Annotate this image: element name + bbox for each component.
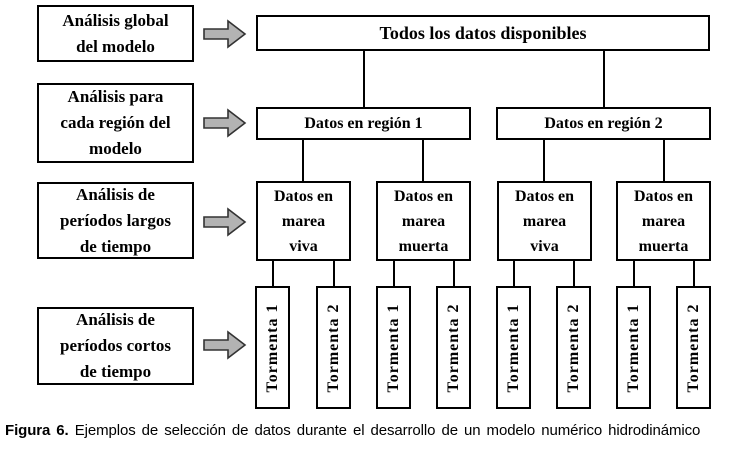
storm-label: Tormenta 1 [504,303,522,392]
node-all-data: Todos los datos disponibles [256,15,710,51]
storm-label: Tormenta 1 [624,303,642,392]
storm-label: Tormenta 2 [324,303,342,392]
connector-tide1-storm1 [272,261,274,286]
connector-tide3-storm6 [573,261,575,286]
connector-tide2-storm3 [393,261,395,286]
node-storm: Tormenta 1 [616,286,651,409]
node-storm: Tormenta 2 [676,286,711,409]
analysis-stage-short-periods: Análisis de períodos cortos de tiempo [37,307,194,385]
node-neap-tide-1: Datos en marea muerta [376,181,471,261]
node-region-2: Datos en región 2 [496,107,711,140]
connector-tide2-storm4 [453,261,455,286]
block-arrow-right-icon [203,19,247,49]
node-spring-tide-2: Datos en marea viva [497,181,592,261]
node-neap-tide-2: Datos en marea muerta [616,181,711,261]
connector-tide1-storm2 [333,261,335,286]
connector-region1-tide2 [422,140,424,181]
node-storm: Tormenta 2 [556,286,591,409]
block-arrow-right-icon [203,207,247,237]
connector-region2-tide4 [663,140,665,181]
connector-tide3-storm5 [513,261,515,286]
analysis-stage-global: Análisis global del modelo [37,5,194,62]
connector-region1-tide1 [302,140,304,181]
storm-label: Tormenta 1 [384,303,402,392]
block-arrow-right-icon [203,330,247,360]
node-storm: Tormenta 1 [376,286,411,409]
analysis-stage-regions: Análisis para cada región del modelo [37,83,194,163]
figure-caption: Figura 6. Ejemplos de selección de datos… [5,422,747,439]
connector-tide4-storm8 [693,261,695,286]
block-arrow-right-icon [203,108,247,138]
connector-root-region1 [363,51,365,107]
figure-caption-label: Figura 6. [5,422,69,439]
connector-tide4-storm7 [633,261,635,286]
node-storm: Tormenta 1 [255,286,290,409]
storm-label: Tormenta 2 [564,303,582,392]
storm-label: Tormenta 2 [444,303,462,392]
connector-region2-tide3 [543,140,545,181]
node-storm: Tormenta 1 [496,286,531,409]
node-storm: Tormenta 2 [436,286,471,409]
storm-label: Tormenta 1 [263,303,281,392]
connector-root-region2 [603,51,605,107]
node-storm: Tormenta 2 [316,286,351,409]
analysis-stage-long-periods: Análisis de períodos largos de tiempo [37,182,194,259]
figure-caption-text: Ejemplos de selección de datos durante e… [74,422,701,439]
node-region-1: Datos en región 1 [256,107,471,140]
node-spring-tide-1: Datos en marea viva [256,181,351,261]
storm-label: Tormenta 2 [684,303,702,392]
